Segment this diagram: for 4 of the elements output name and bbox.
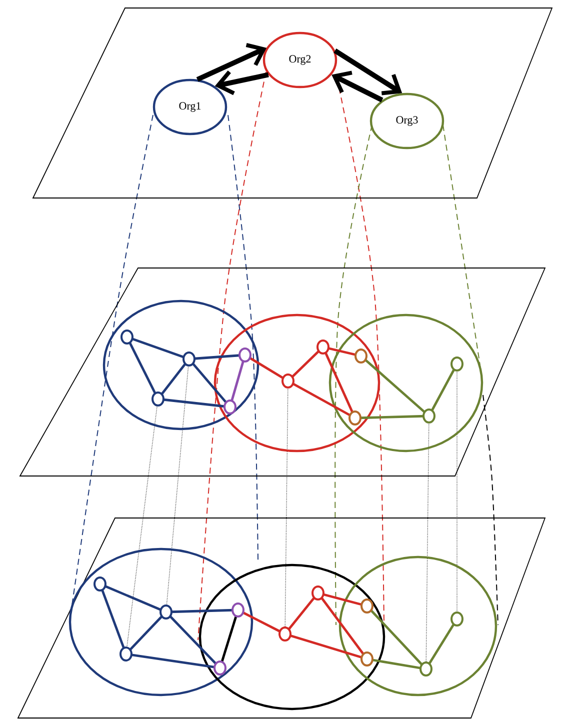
arrow [196, 43, 267, 82]
arrow [214, 70, 269, 96]
arrow [332, 70, 384, 102]
arrow [334, 48, 402, 96]
